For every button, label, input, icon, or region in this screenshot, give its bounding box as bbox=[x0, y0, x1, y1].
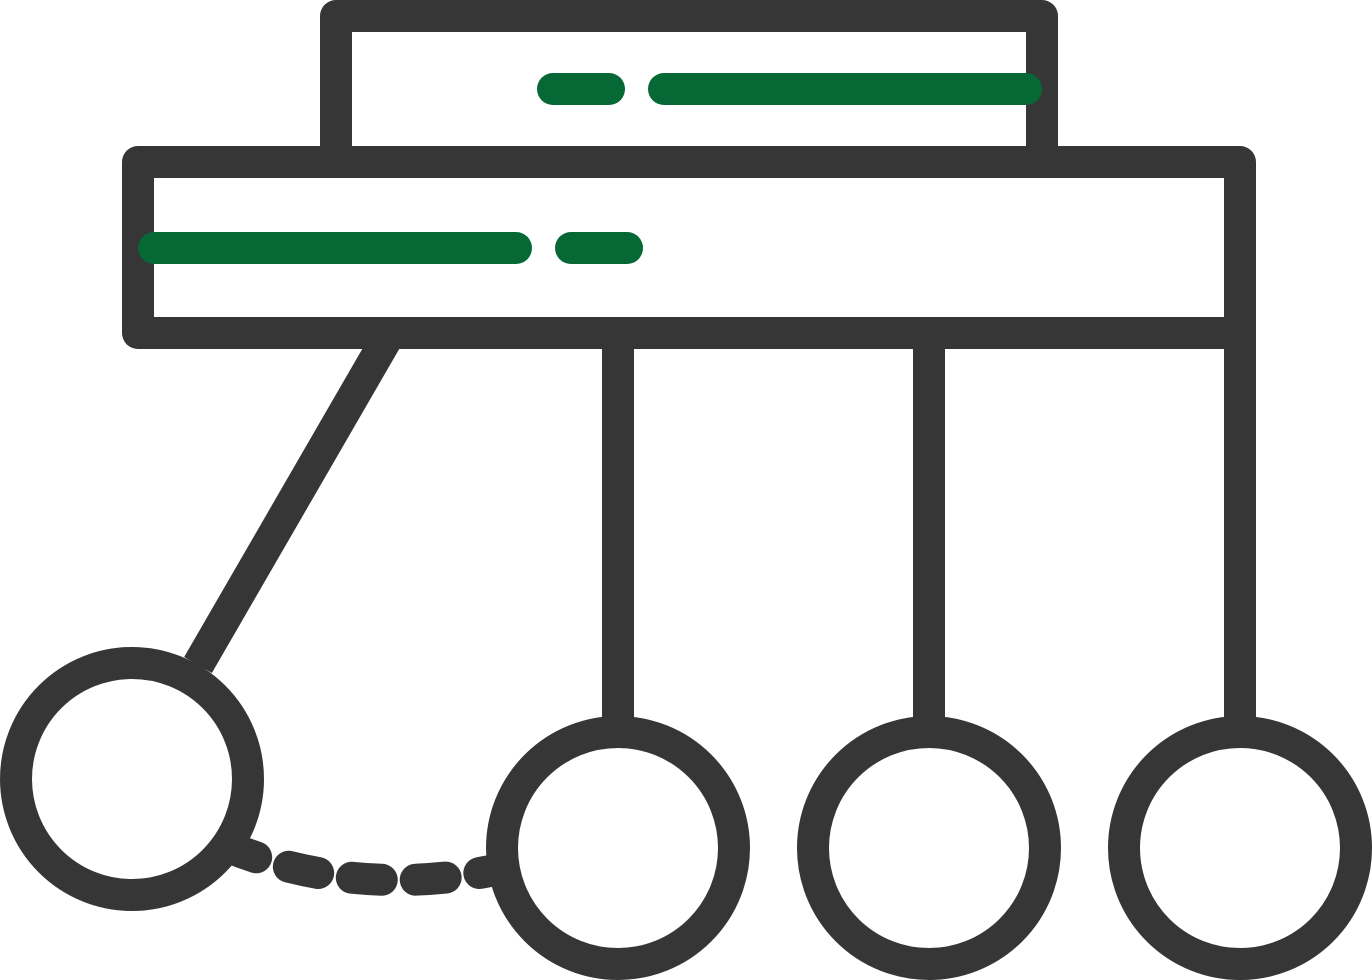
swinging-string bbox=[184, 324, 404, 674]
ball-4 bbox=[1108, 716, 1372, 980]
ball-2 bbox=[486, 716, 750, 980]
ball-3 bbox=[797, 716, 1061, 980]
motion-arc-dashed bbox=[212, 831, 521, 896]
swinging-ball bbox=[0, 647, 264, 911]
front-frame-bar bbox=[122, 146, 1256, 349]
pendulum-balls bbox=[0, 647, 1372, 980]
pendulum-strings bbox=[184, 324, 1256, 732]
